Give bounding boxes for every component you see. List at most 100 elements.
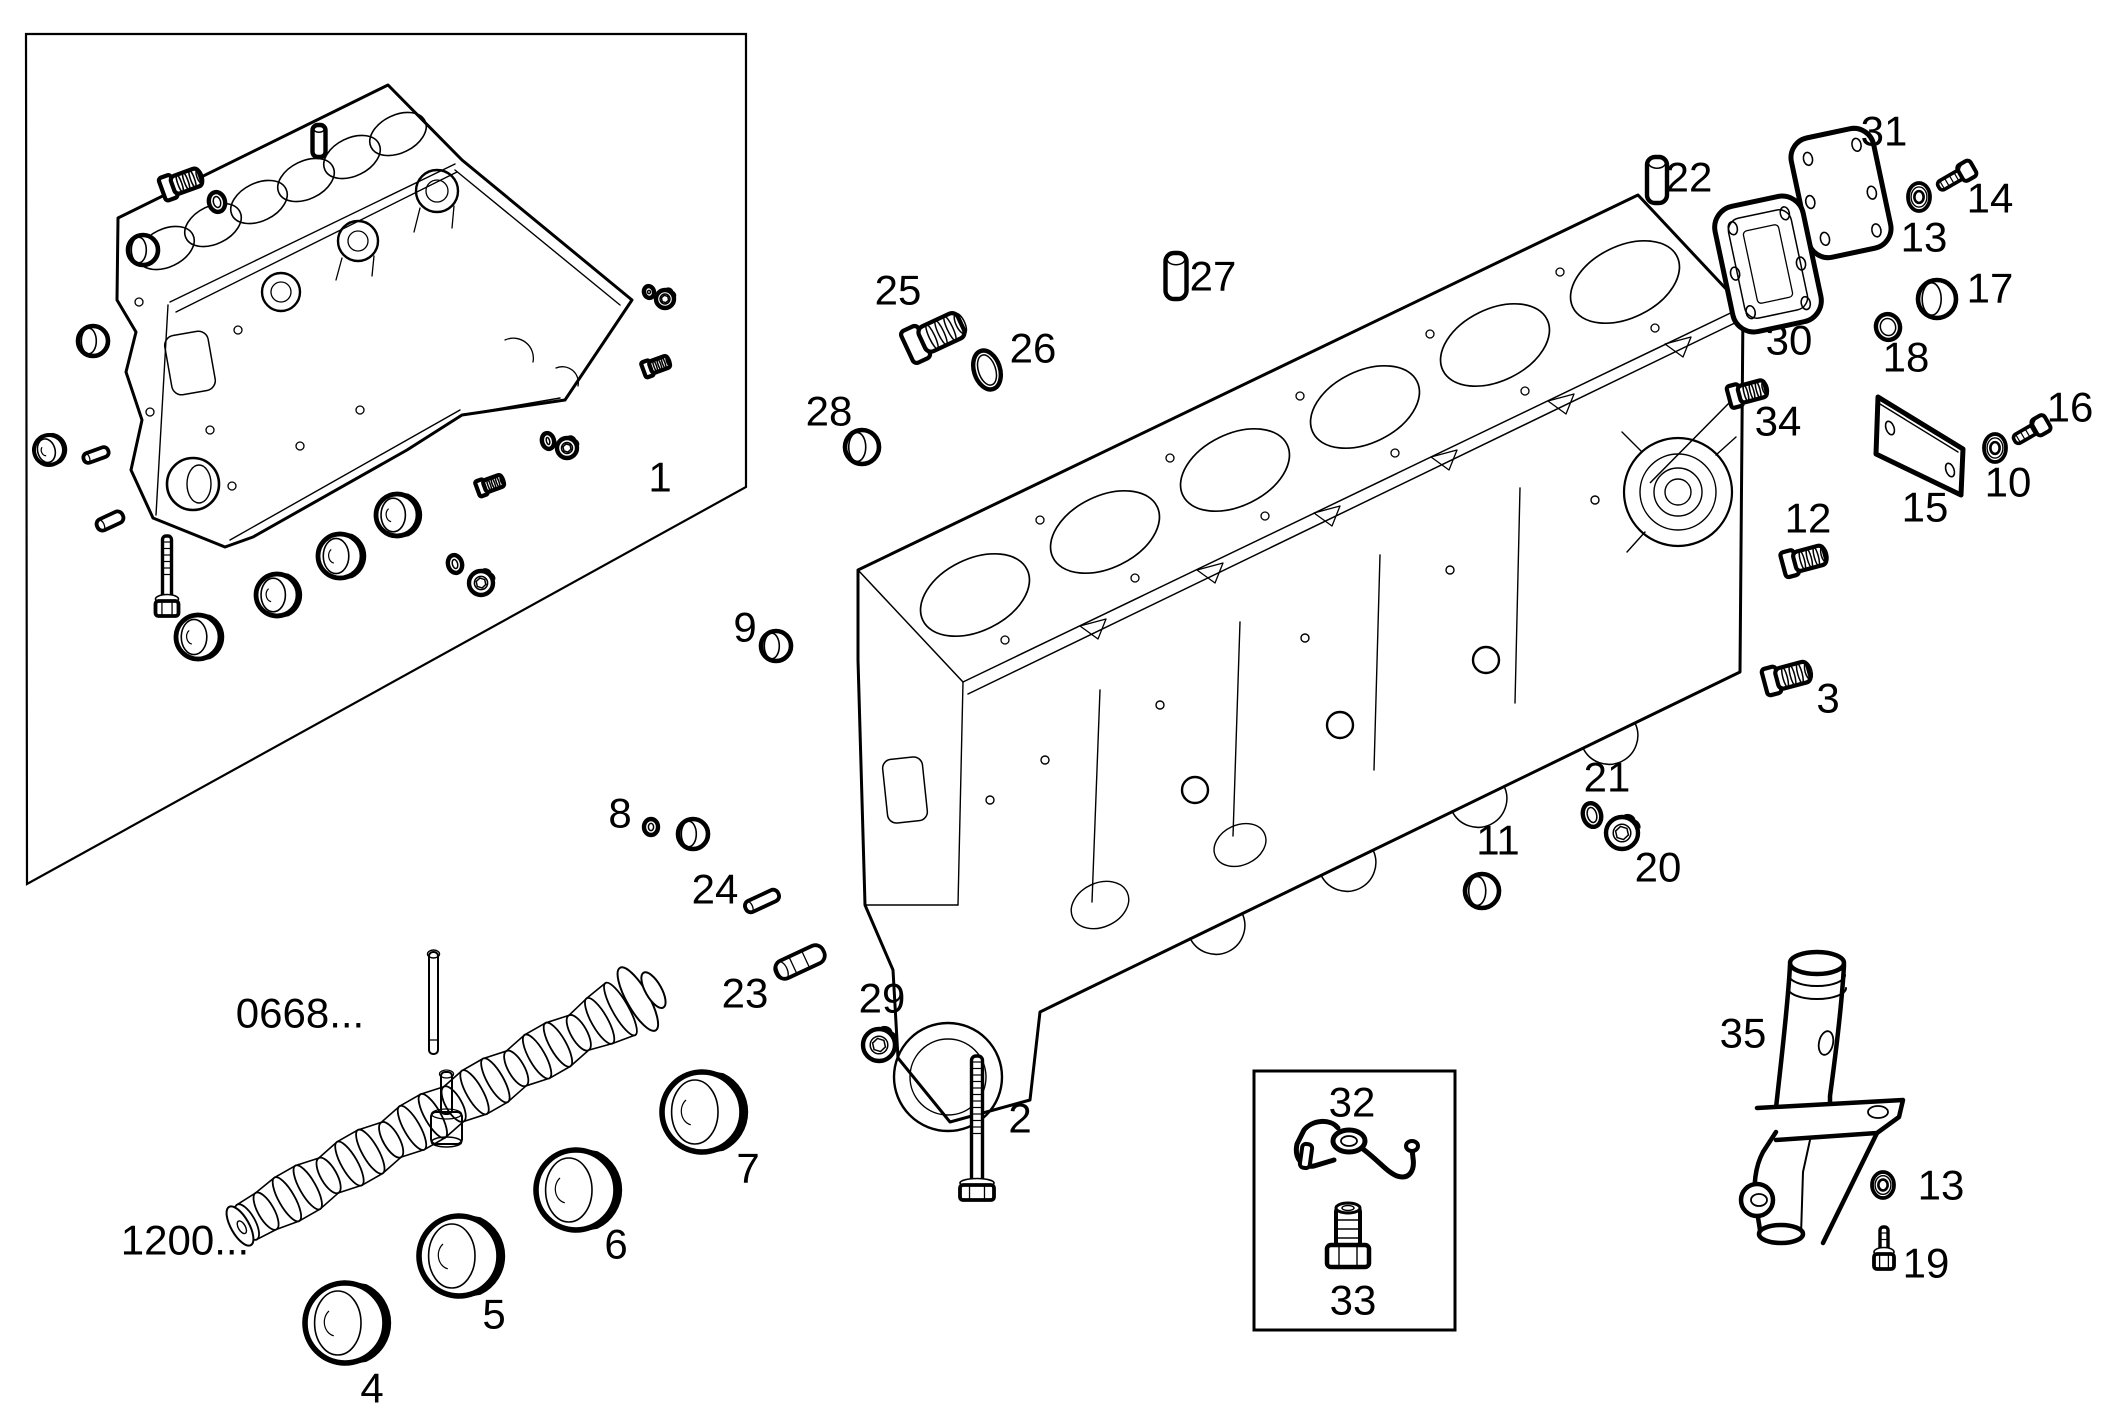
callout-label-part-35: 35	[1720, 1010, 1767, 1057]
plug-8-drawing	[675, 816, 711, 852]
callout-label-part-6: 6	[604, 1221, 627, 1268]
camshaft-bush-drawing	[173, 612, 225, 662]
callout-label-part-21: 21	[1584, 754, 1631, 801]
seal-ring-drawing	[206, 189, 228, 215]
cup-plug-drawing	[125, 232, 161, 268]
callout-label-part-19: 19	[1903, 1240, 1950, 1287]
screw-plug-drawing	[554, 435, 580, 461]
plug-12-drawing	[1778, 543, 1829, 580]
oil-filler-tube-drawing	[1738, 949, 1906, 1246]
callout-label-part-7: 7	[736, 1145, 759, 1192]
callout-label-part-25: 25	[875, 267, 922, 314]
callout-label-part-3: 3	[1816, 675, 1839, 722]
pin-24-drawing	[743, 887, 781, 915]
callout-label-part-27: 27	[1190, 253, 1237, 300]
sleeve-27-drawing	[1163, 250, 1189, 302]
push-rod-and-tappet-drawing	[426, 949, 463, 1148]
camshaft-bush-drawing	[373, 491, 423, 539]
bolt-2-drawing	[958, 1054, 996, 1202]
callout-label-part-26: 26	[1010, 325, 1057, 372]
callout-label-part-16: 16	[2047, 384, 2094, 431]
bolt-14-drawing	[1935, 158, 1979, 192]
callout-label-part-13b: 13	[1918, 1162, 1965, 1209]
stud-bolt-drawing	[153, 534, 181, 618]
bush-5-drawing	[416, 1213, 506, 1299]
callout-label-part-13a: 13	[1901, 214, 1948, 261]
screw-plug-drawing	[653, 287, 677, 311]
oring-26-drawing	[970, 348, 1004, 392]
plug-11-drawing	[1462, 871, 1502, 911]
variant-box-frame	[24, 32, 748, 886]
callout-label-part-8: 8	[608, 790, 631, 837]
leader-lines	[1649, 398, 1734, 484]
callout-label-part-32: 32	[1329, 1079, 1376, 1126]
washer-13-drawing	[1906, 181, 1932, 213]
callout-label-ref-1200: 1200...	[121, 1217, 249, 1264]
plug-25-drawing	[899, 311, 968, 366]
callout-label-part-11: 11	[1476, 817, 1520, 864]
gasket-30-drawing	[1712, 193, 1824, 335]
bush-7-drawing	[659, 1069, 749, 1155]
seal-ring-drawing	[641, 283, 657, 301]
bush-4-drawing	[302, 1280, 392, 1366]
oring-18-drawing	[1873, 311, 1903, 343]
seal-ring-drawing	[539, 430, 557, 452]
camshaft-bush-drawing	[253, 571, 303, 619]
sleeve-22-drawing	[1644, 154, 1670, 206]
callout-label-part-9: 9	[733, 604, 756, 651]
callout-label-part-1: 1	[648, 454, 671, 501]
callout-label-part-18: 18	[1883, 334, 1930, 381]
callout-labels-layer: 1234567891011121313141516171819202122232…	[121, 108, 2094, 1412]
callout-label-part-28: 28	[806, 388, 853, 435]
cup-plug-drawing	[75, 323, 111, 359]
dowel-23-drawing	[773, 943, 827, 981]
callout-label-part-22: 22	[1666, 154, 1713, 201]
plug-9-drawing	[758, 628, 794, 664]
screw-plug-drawing	[466, 568, 496, 598]
callout-label-part-31: 31	[1861, 108, 1908, 155]
callout-label-part-34: 34	[1755, 398, 1802, 445]
small-bush-drawing	[32, 432, 68, 467]
dowel-sleeve-drawing	[310, 122, 328, 160]
engine-block-main-drawing	[856, 193, 1745, 1133]
screw-plug-drawing	[156, 166, 205, 203]
callout-label-part-10: 10	[1985, 459, 2032, 506]
plug-28-drawing	[842, 427, 882, 467]
callout-label-part-29: 29	[859, 975, 906, 1022]
seal-ring-drawing	[445, 552, 465, 576]
screw-plug-drawing	[639, 353, 673, 380]
plug-17-drawing	[1915, 277, 1959, 321]
leader-part-34	[1649, 398, 1734, 484]
jet-bolt-drawing	[1324, 1201, 1372, 1270]
cover-plate-drawing	[1873, 394, 1966, 498]
callout-label-part-30: 30	[1766, 317, 1813, 364]
loose-parts-layer	[32, 122, 2053, 1366]
screw-plug-drawing	[473, 472, 507, 499]
oil-spray-jet-drawing	[1293, 1119, 1420, 1180]
washer-13b-drawing	[1870, 1170, 1896, 1200]
bush-6-drawing	[533, 1147, 623, 1233]
callout-label-part-15: 15	[1902, 484, 1949, 531]
callout-label-part-23: 23	[722, 970, 769, 1017]
callout-label-part-4: 4	[360, 1365, 383, 1412]
callout-label-part-14: 14	[1967, 175, 2014, 222]
washer-10-drawing	[1982, 432, 2008, 464]
spring-pin-drawing	[94, 509, 126, 533]
plug-3-drawing	[1759, 659, 1814, 698]
callout-label-part-33: 33	[1330, 1277, 1377, 1324]
camshaft-bush-drawing	[315, 531, 367, 581]
plug-20-drawing	[1603, 813, 1641, 852]
oring-8-drawing	[641, 816, 661, 838]
oring-21-drawing	[1580, 800, 1604, 830]
callout-label-ref-0668: 0668...	[236, 990, 364, 1037]
inset-box-frame	[1252, 1069, 1457, 1332]
plug-34-drawing	[1724, 378, 1770, 410]
callout-label-part-5: 5	[482, 1291, 505, 1338]
plug-29-drawing	[860, 1025, 898, 1064]
callout-label-part-24: 24	[692, 866, 739, 913]
engine-block-variant-drawing	[115, 83, 634, 549]
bolt-16-drawing	[2011, 413, 2053, 446]
callout-label-part-12: 12	[1785, 495, 1832, 542]
